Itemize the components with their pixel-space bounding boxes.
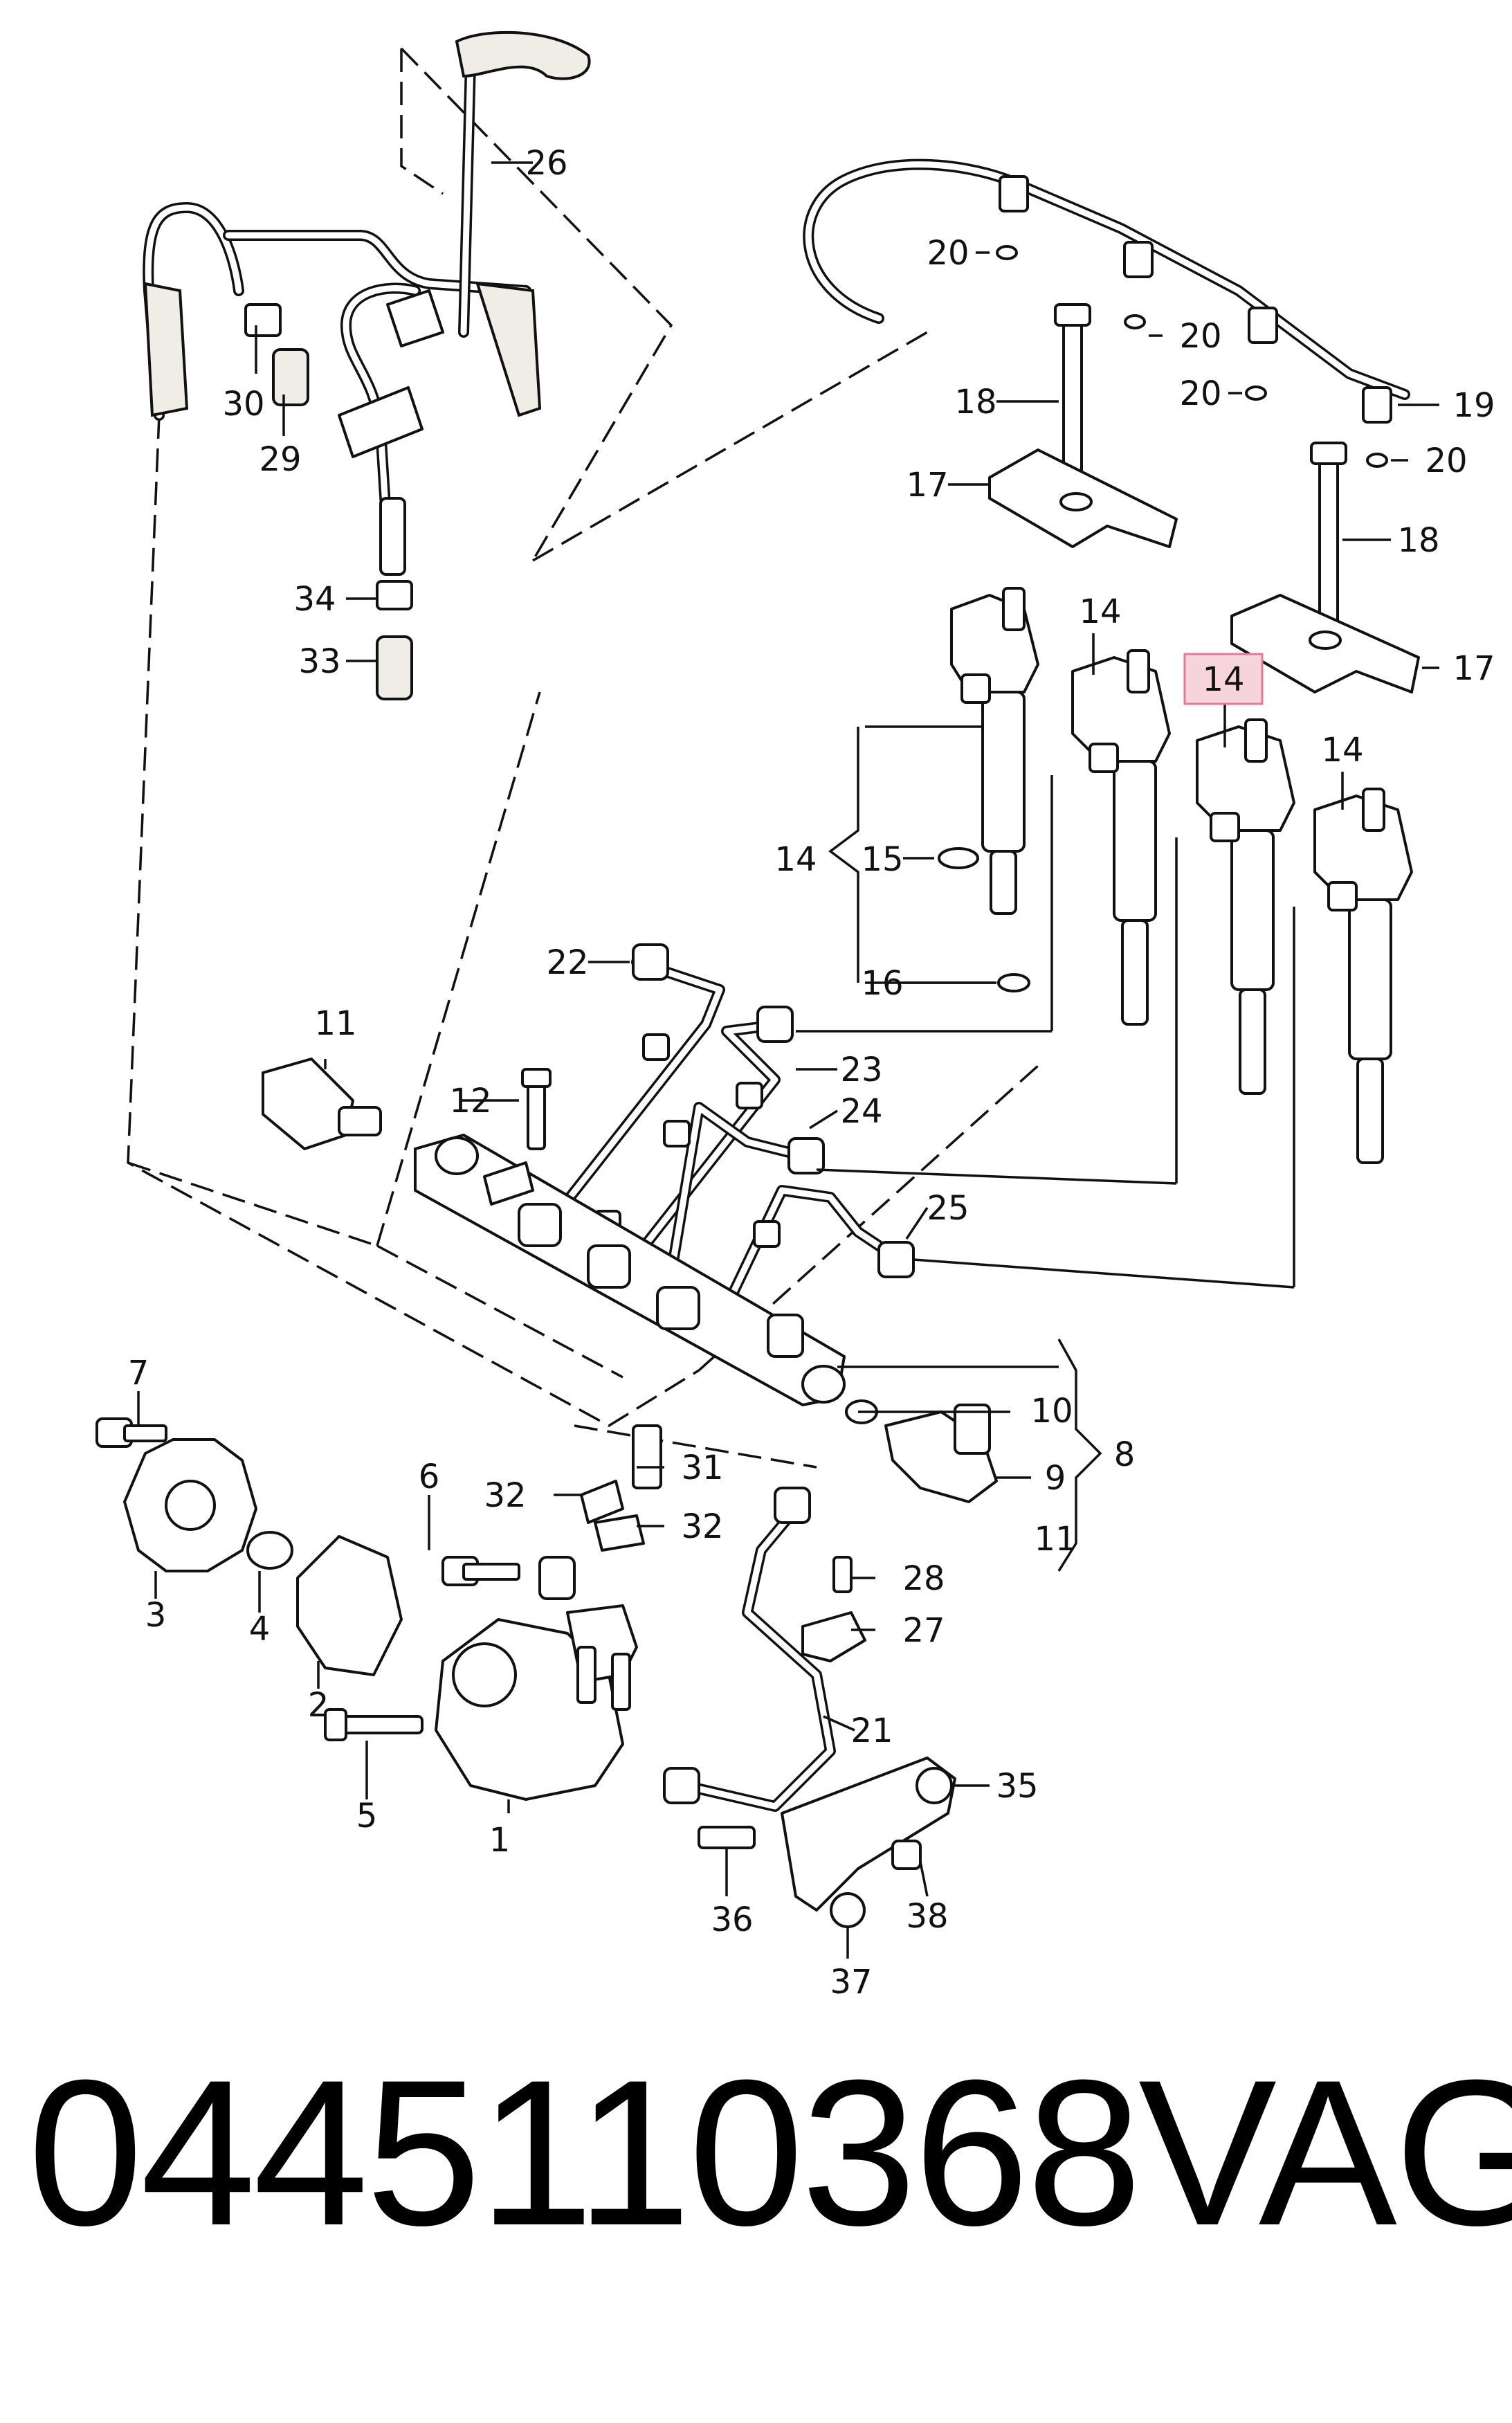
callout-11-pump-sensor: 11 [314,1004,356,1043]
callout-3: 3 [145,1596,167,1635]
callout-10: 10 [1030,1392,1073,1431]
fuel-injection-parts-diagram: 1 2 3 4 5 6 7 8 9 10 11 11 12 14 14 14 1… [95,30,1495,2002]
high-pressure-pump-assembly [95,1417,956,1928]
fuel-rail-assembly [262,1058,998,1503]
callout-6: 6 [419,1458,440,1496]
callout-18-upper: 18 [954,383,996,421]
callout-5: 5 [356,1797,378,1835]
injector-2 [1071,649,1171,1026]
callout-28: 28 [902,1559,945,1598]
callout-17-lower: 17 [1452,649,1495,688]
callout-21: 21 [850,1712,893,1750]
callout-36: 36 [711,1900,753,1939]
callout-12: 12 [449,1082,491,1120]
callout-20-d: 20 [1425,442,1467,480]
callout-34: 34 [293,580,336,619]
callout-17-upper: 17 [906,466,948,505]
callout-33: 33 [298,642,340,681]
injector-4 [1313,788,1413,1164]
callout-19: 19 [1452,386,1495,425]
callout-4: 4 [249,1610,271,1649]
callout-20-a: 20 [927,234,969,273]
return-hose-assembly [143,30,591,700]
highlight-box [1183,653,1264,705]
callout-32-right: 32 [681,1507,723,1546]
callout-37: 37 [830,1963,872,2002]
callout-14-injector-3: 14 [1202,660,1244,699]
callout-2: 2 [308,1686,329,1725]
callout-20-c: 20 [1179,374,1221,413]
callout-16: 16 [861,964,903,1003]
callout-23: 23 [840,1051,882,1089]
callout-8: 8 [1114,1435,1136,1474]
callout-38: 38 [906,1897,948,1936]
callout-15: 15 [861,840,903,879]
leak-off-line [803,158,1410,468]
callout-22: 22 [546,943,588,982]
callout-18-lower: 18 [1397,521,1439,560]
injector-3 [1196,718,1295,1095]
brand-name: VAG [1138,2036,1512,2269]
callout-14-bracket: 14 [774,840,817,879]
callout-32-left: 32 [484,1476,526,1515]
callout-14-injector-2: 14 [1079,592,1121,631]
callout-26: 26 [525,144,567,183]
injectors [938,587,1413,1164]
callout-1: 1 [489,1821,511,1860]
callout-35: 35 [996,1767,1038,1806]
callout-30: 30 [222,385,264,424]
callout-7: 7 [128,1354,149,1392]
callout-20-b: 20 [1179,317,1221,356]
callout-9: 9 [1045,1459,1066,1498]
leader-lines [137,161,1439,1959]
callout-14-injector-4: 14 [1321,731,1363,770]
callout-31: 31 [681,1449,723,1487]
part-number: 0445110368 [28,2036,1142,2269]
injector-clamps [988,303,1420,693]
callout-25: 25 [927,1189,969,1228]
callout-27: 27 [902,1611,945,1650]
injector-1 [950,587,1039,915]
callout-labels: 1 2 3 4 5 6 7 8 9 10 11 11 12 14 14 14 1… [128,144,1495,2002]
callout-11-rail: 11 [1034,1520,1076,1559]
callout-29: 29 [259,440,301,479]
callout-24: 24 [840,1092,882,1131]
